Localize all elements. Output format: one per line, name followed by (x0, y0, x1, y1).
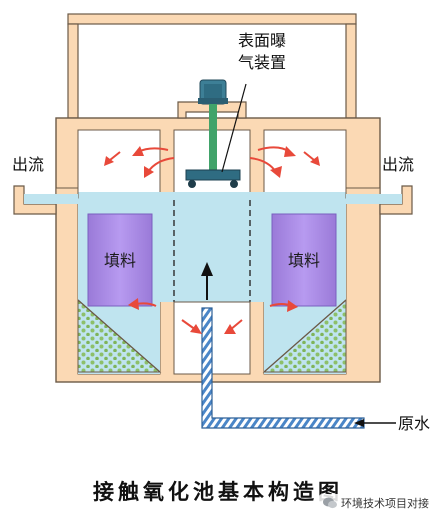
aerator-label-line2: 气装置 (238, 53, 286, 72)
filler-right (271, 213, 337, 307)
watermark-text: 环境技术项目对接 (341, 497, 429, 510)
inlet-arrow (201, 262, 213, 300)
wechat-icon (323, 497, 337, 509)
raw-water-label: 原水 (398, 414, 430, 433)
watermark: 环境技术项目对接 (319, 494, 432, 512)
outflow-pipe-left (13, 185, 79, 215)
filler-label-right: 填料 (288, 251, 320, 270)
filler-label-left: 填料 (104, 251, 136, 270)
surface-aerator (177, 79, 247, 188)
filler-left (87, 213, 153, 307)
outflow-label-right: 出流 (382, 155, 414, 174)
aerator-label-line1: 表面曝 (238, 31, 286, 50)
outflow-pipe-right (345, 185, 413, 215)
raw-water-pipe (201, 307, 365, 429)
aerator-pointer (221, 83, 247, 173)
outflow-label-left: 出流 (12, 155, 44, 174)
flow-arrows (104, 146, 320, 334)
diagram-caption: 接触氧化池基本构造图 (93, 479, 343, 504)
raw-water-arrow (354, 419, 396, 427)
